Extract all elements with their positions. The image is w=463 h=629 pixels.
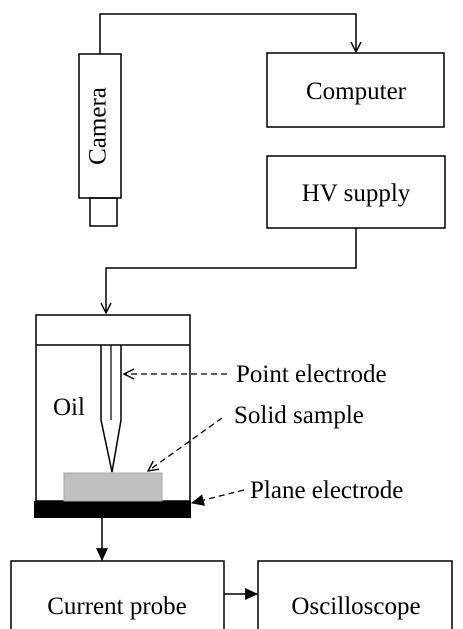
plane-electrode-label: Plane electrode [250,477,403,504]
current-probe-block [10,560,225,629]
camera-label: Camera [85,87,112,165]
oscilloscope-block [257,560,453,629]
oil-label: Oil [53,394,85,421]
computer-label: Computer [306,78,407,105]
plane-electrode-pointer [190,489,245,506]
computer-block [266,52,445,128]
plane-electrode [34,501,191,518]
camera-lens [89,197,118,227]
solid-sample-label: Solid sample [234,402,364,429]
hv-cell-link [106,228,357,313]
solid-sample [63,472,163,502]
camera-computer-link [99,13,356,54]
solid-sample-pointer [148,417,223,471]
point-electrode [100,345,122,473]
oscilloscope-label: Oscilloscope [291,593,420,620]
point-electrode-label: Point electrode [236,361,387,388]
hv-supply-label: HV supply [302,180,411,207]
current-probe-label: Current probe [47,593,187,620]
